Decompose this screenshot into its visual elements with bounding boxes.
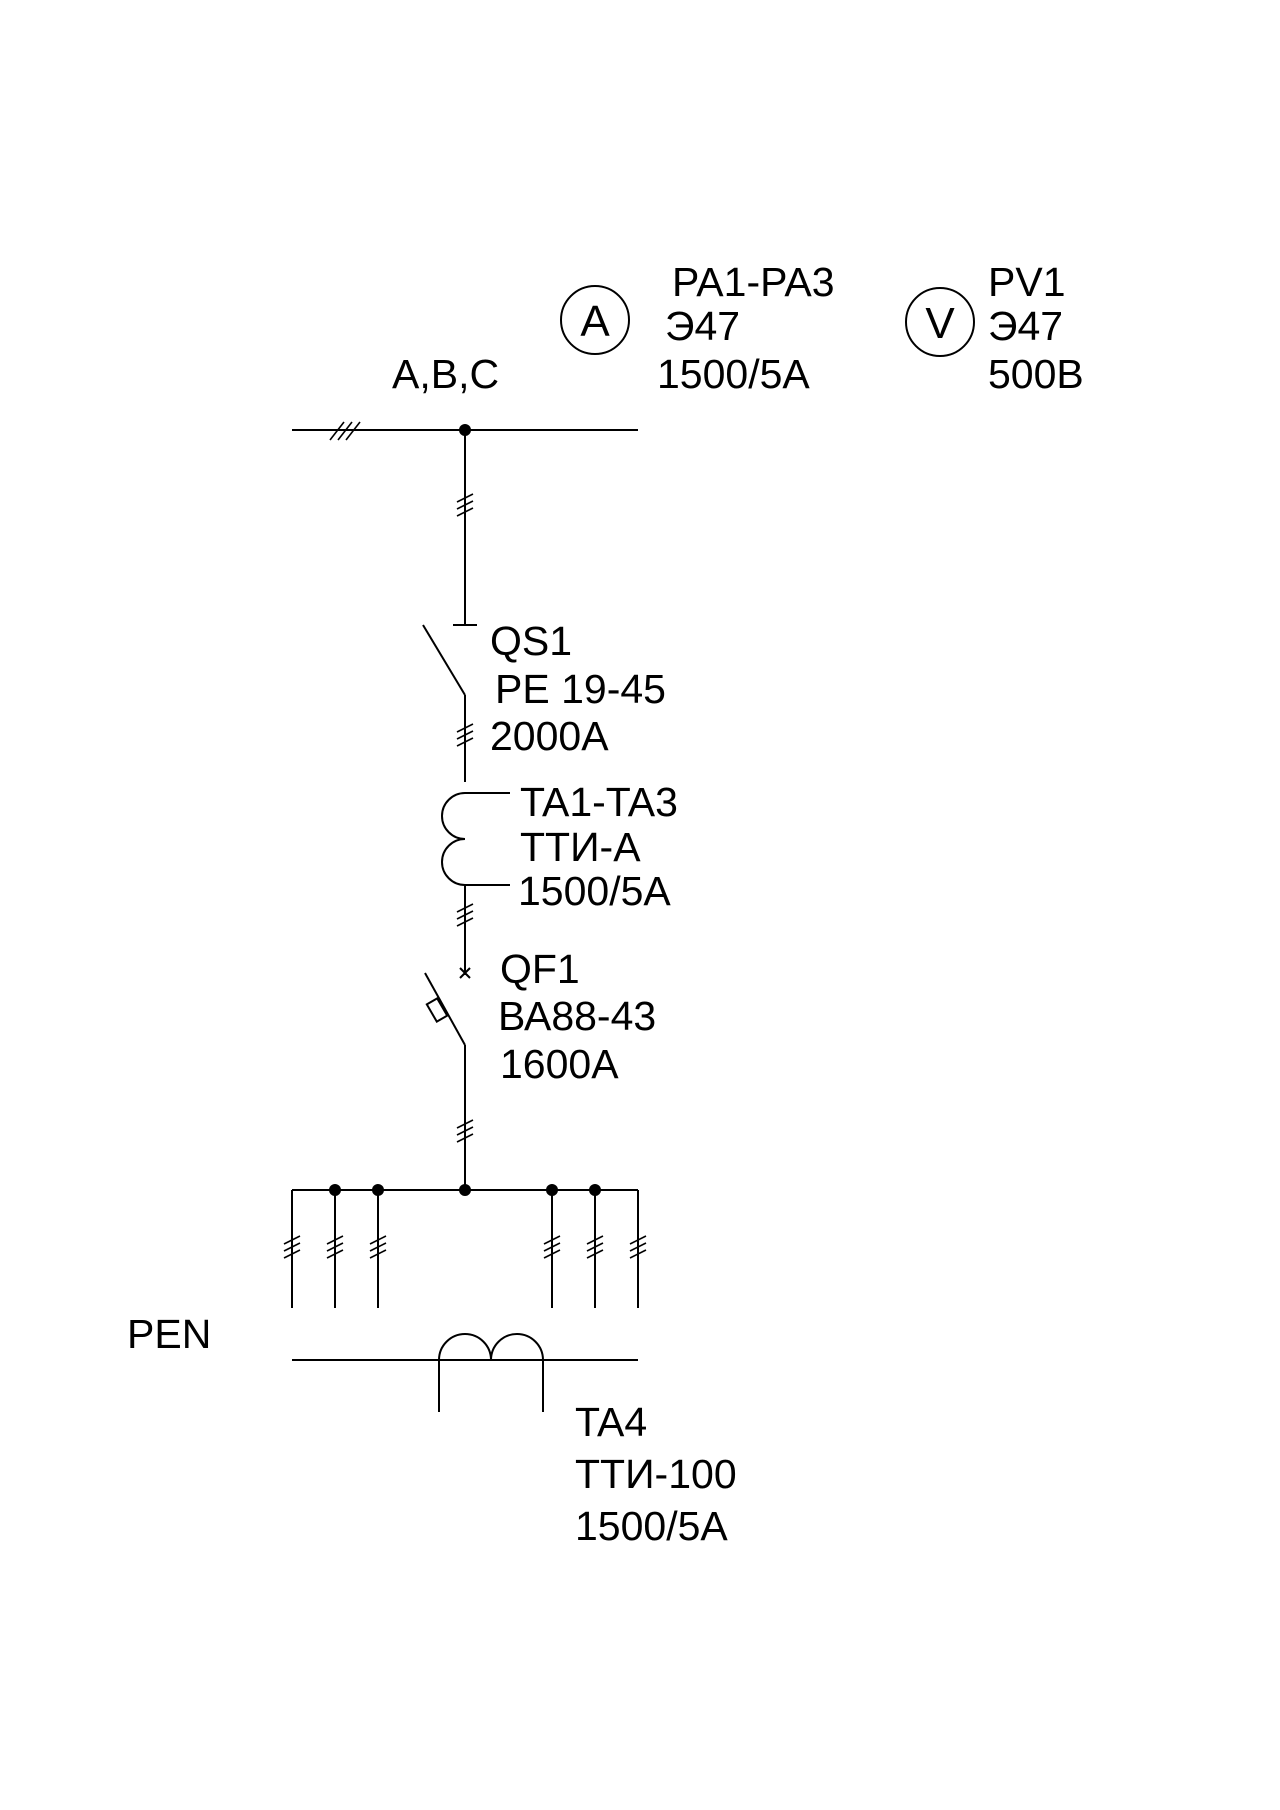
ammeter-symbol-letter: A xyxy=(580,297,610,346)
ct-pen-rating: 1500/5А xyxy=(575,1503,728,1549)
ammeter-rating: 1500/5А xyxy=(657,351,810,397)
outgoing-feeder xyxy=(283,1190,301,1308)
busbar-three-phase-tick xyxy=(329,421,361,441)
busbar-label: A,B,C xyxy=(392,351,499,397)
disconnector-rating: 2000А xyxy=(490,713,609,759)
feeder-three-phase-tick-1 xyxy=(456,493,474,517)
ct-main-designation: TA1-TA3 xyxy=(520,779,678,825)
circuit-breaker-qf1-symbol xyxy=(424,967,471,1190)
breaker-rating: 1600А xyxy=(500,1041,619,1087)
ct-main-type: ТТИ-А xyxy=(520,824,641,870)
outgoing-feeder xyxy=(326,1190,344,1308)
current-transformer-ta4-symbol xyxy=(438,1333,544,1412)
voltmeter-designation: PV1 xyxy=(988,259,1066,305)
ammeter-designation: PA1-PA3 xyxy=(672,259,835,305)
outgoing-feeder xyxy=(369,1190,387,1308)
ct-main-rating: 1500/5А xyxy=(518,868,671,914)
pen-label: PEN xyxy=(127,1311,211,1357)
ct-pen-designation: TA4 xyxy=(575,1399,647,1445)
voltmeter-symbol: V xyxy=(905,287,975,357)
disconnector-qs1-symbol xyxy=(422,624,477,782)
current-transformer-ta1-ta3-symbol xyxy=(441,792,510,975)
breaker-type: ВА88-43 xyxy=(498,993,656,1039)
voltmeter-rating: 500В xyxy=(988,351,1084,397)
ct-pen-type: ТТИ-100 xyxy=(575,1451,737,1497)
feeder-three-phase-tick-2 xyxy=(456,723,474,747)
disconnector-designation: QS1 xyxy=(490,618,572,664)
voltmeter-type: Э47 xyxy=(988,303,1063,349)
outgoing-feeder xyxy=(543,1190,561,1308)
voltmeter-symbol-letter: V xyxy=(925,299,955,348)
outgoing-feeder xyxy=(629,1190,647,1308)
ammeter-type: Э47 xyxy=(665,303,740,349)
ammeter-symbol: A xyxy=(560,285,630,355)
disconnector-type: PE 19-45 xyxy=(495,666,666,712)
breaker-designation: QF1 xyxy=(500,946,580,992)
feeder-three-phase-tick-3 xyxy=(456,903,474,927)
feeder-three-phase-tick-4 xyxy=(456,1119,474,1143)
distribution-junction-dot-center xyxy=(459,1184,471,1196)
outgoing-feeder xyxy=(586,1190,604,1308)
